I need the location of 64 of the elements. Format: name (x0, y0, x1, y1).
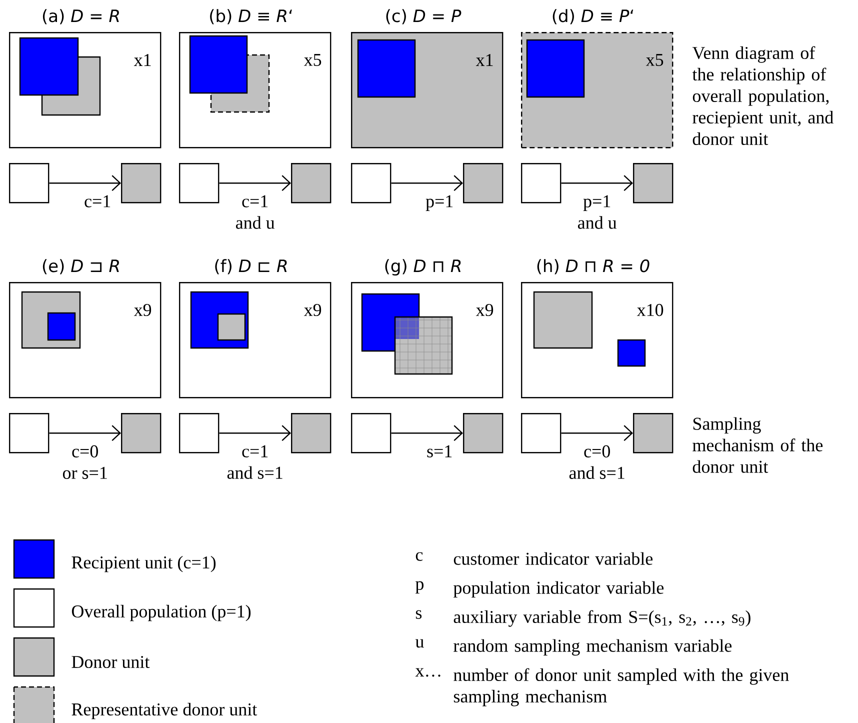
panel-title: (e) D ⊐ R (42, 259, 119, 274)
note-text: customer indicator variable (454, 552, 653, 565)
edge-label: c=1 and s=1 (227, 445, 282, 479)
count-label: x9 (304, 304, 322, 316)
count-label: x5 (646, 54, 664, 66)
donor-box (121, 163, 162, 204)
edge-label: c=0 and s=1 (569, 445, 624, 479)
donor-box (633, 413, 674, 454)
edge-label: c=1 and u (236, 195, 275, 229)
population-box (9, 163, 50, 204)
note-text: number of donor unit sampled with the given sampling mechanism (454, 668, 789, 706)
panel-title: (c) D = P (386, 9, 462, 24)
donor-box (463, 163, 504, 204)
edge-label: p=1 (426, 195, 453, 212)
count-label: x10 (636, 304, 664, 316)
count-label: x1 (134, 54, 151, 66)
donor-box (463, 413, 504, 454)
arrow (561, 425, 634, 442)
panel-title: (a) D = R (42, 9, 119, 24)
panel-title: (d) D ≡ P‘ (552, 9, 634, 24)
legend-text: Recipient unit (c=1) (72, 556, 216, 572)
donor-box (291, 413, 332, 454)
edge-label: c=1 (84, 195, 110, 208)
donor-box (291, 163, 332, 204)
arrow (391, 175, 463, 192)
note-text: Sampling mechanism of the donor unit (692, 417, 823, 473)
legend-text: Donor unit (72, 656, 150, 668)
note-text: Venn diagram of the relationship of overall population, reciepient unit, and donor unit (692, 46, 834, 146)
legend-text: Overall population (p=1) (72, 604, 251, 622)
population-box (9, 413, 50, 454)
population-box (521, 163, 562, 204)
population-box (179, 413, 220, 454)
note-text: u (415, 639, 424, 648)
arrow (561, 175, 634, 192)
note-text: s (416, 610, 422, 619)
arrow (49, 175, 121, 192)
arrow (219, 175, 291, 192)
note-text: population indicator variable (454, 581, 664, 598)
population-box (179, 163, 220, 204)
edge-label: c=0 or s=1 (62, 445, 107, 479)
edge-label: s=1 (427, 445, 452, 458)
arrow (219, 425, 291, 442)
panel-title: (g) D ⊓ R (385, 259, 461, 276)
note-text: random sampling mechanism variable (454, 639, 732, 656)
donor-box (633, 163, 674, 204)
note-text: auxiliary variable from S=(s$_{1}$, s$_{2}$, …, s$_{9}$) (454, 610, 750, 627)
note-text: c (416, 552, 423, 561)
legend-text: Representative donor unit (72, 702, 258, 720)
edge-label: p=1 and u (578, 195, 617, 229)
panel-title: (b) D ≡ R‘ (210, 9, 292, 24)
count-label: x1 (476, 54, 493, 66)
count-label: x9 (476, 304, 494, 316)
donor-box (121, 413, 162, 454)
panel-title: (f) D ⊏ R (215, 259, 287, 274)
count-label: x5 (304, 54, 322, 66)
note-text: p (416, 581, 424, 594)
population-box (351, 163, 392, 204)
note-text: x… (415, 668, 440, 677)
arrow (391, 425, 463, 442)
panel-title: (h) D ⊓ R = 0 (537, 259, 650, 274)
count-label: x9 (134, 304, 152, 316)
population-box (521, 413, 562, 454)
arrow (49, 425, 121, 442)
population-box (351, 413, 392, 454)
